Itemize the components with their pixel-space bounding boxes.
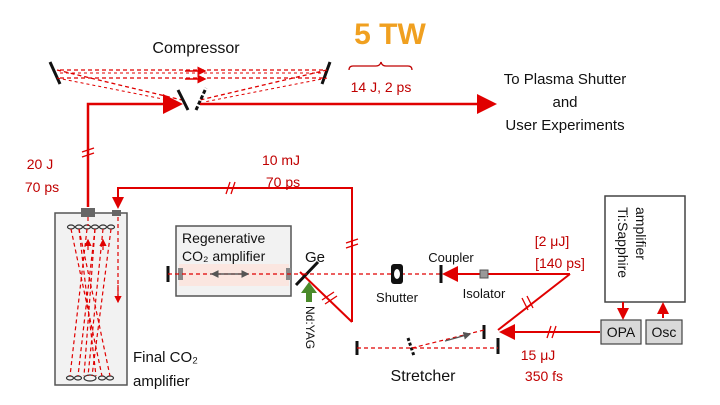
beam-break-regen-side — [345, 238, 359, 249]
regenerative-co2-amplifier — [166, 225, 300, 297]
regen-amplifier-label-2: CO₂ amplifier — [182, 248, 266, 264]
diagram-title: 5 TW — [354, 18, 426, 51]
beam-break-regen-top — [225, 181, 236, 195]
input-duration-label: 350 fs — [525, 368, 563, 384]
compressor-mirror-left — [176, 89, 190, 111]
final-amplifier-beam-path — [69, 217, 119, 377]
regen-duration-label: 70 ps — [266, 174, 300, 190]
ge-label: Ge — [305, 249, 325, 266]
final-to-compressor-beam — [86, 94, 183, 207]
seed-energy-label: [2 μJ] — [535, 233, 570, 249]
tisapphire-box — [604, 195, 686, 303]
coupler-label: Coupler — [428, 250, 474, 265]
beam-break-ge — [321, 291, 338, 305]
destination-label-3: User Experiments — [505, 117, 624, 134]
stretcher-to-seed-beam — [497, 273, 571, 331]
output-brace — [348, 61, 413, 71]
tisapphire-amplifier: Ti:Sapphire amplifier — [604, 195, 686, 303]
seed-duration-label: [140 ps] — [535, 255, 585, 271]
stretcher — [355, 325, 500, 357]
beam-break-seed — [521, 295, 534, 311]
osc-label: Osc — [652, 324, 677, 340]
compressor — [48, 61, 332, 111]
compressor-label: Compressor — [152, 40, 240, 57]
osc-box — [645, 319, 683, 345]
regen-to-final-beam — [112, 187, 353, 322]
shutter-label: Shutter — [376, 290, 419, 305]
stretcher-label: Stretcher — [391, 368, 457, 385]
final-amplifier-window-1 — [81, 208, 95, 217]
input-energy-label: 15 μJ — [521, 347, 556, 363]
final-amplifier-box — [54, 212, 128, 386]
ndyag-label: Nd:YAG — [303, 306, 317, 349]
isolator-label: Isolator — [463, 286, 506, 301]
final-amplifier-label-1: Final CO₂ — [133, 349, 198, 366]
opa-label: OPA — [607, 324, 636, 340]
tisapphire-label-1: Ti:Sapphire — [615, 207, 631, 278]
compressor-grating-left — [48, 61, 62, 85]
regen-energy-label: 10 mJ — [262, 152, 300, 168]
compressor-grating-right — [320, 61, 332, 85]
compressor-mirror-right — [194, 87, 208, 111]
final-amplifier-window-2 — [112, 210, 121, 216]
destination-label-1: To Plasma Shutter — [504, 71, 627, 88]
final-energy-label: 20 J — [27, 156, 53, 172]
final-co2-amplifier — [54, 208, 128, 386]
regen-amplifier-label-1: Regenerative — [182, 230, 265, 246]
opa-box — [600, 319, 642, 345]
beam-break-final — [81, 147, 95, 158]
tisapphire-label-2: amplifier — [633, 207, 649, 260]
beam-break-input — [546, 325, 557, 339]
final-duration-label: 70 ps — [25, 179, 59, 195]
destination-label-2: and — [552, 94, 577, 111]
pump-arrow — [301, 282, 317, 302]
output-pulse-label: 14 J, 2 ps — [351, 79, 412, 95]
shutter — [391, 264, 403, 284]
final-amplifier-label-2: amplifier — [133, 373, 190, 390]
isolator — [479, 269, 489, 279]
